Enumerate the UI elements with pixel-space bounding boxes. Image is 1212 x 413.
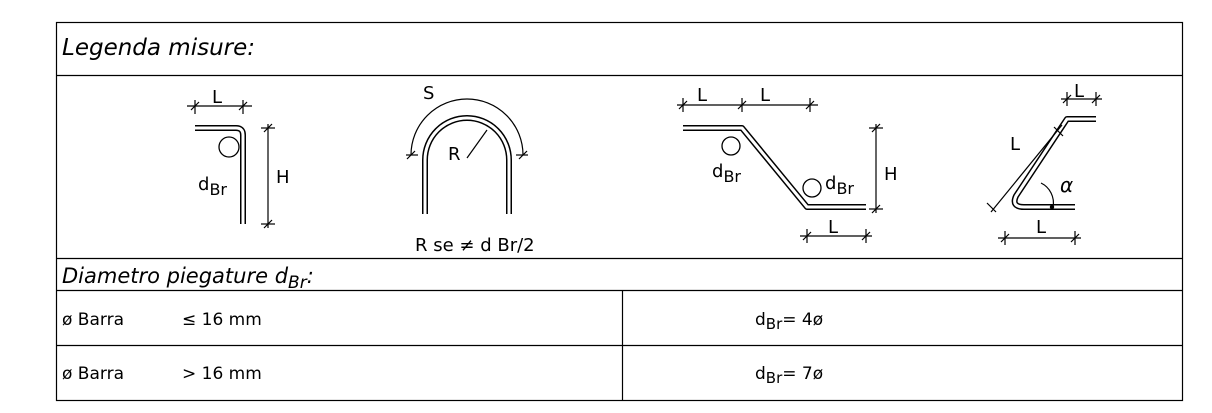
cranked-dbr-label-1: dBr: [712, 161, 741, 186]
cranked-bar-diagram: L L L H dBr dBr: [677, 85, 898, 243]
cranked-length-label-2: L: [760, 85, 770, 106]
hook-length-label: L: [212, 87, 222, 108]
hook-dbr-label: dBr: [198, 174, 227, 199]
inclined-length-label-1: L: [1010, 134, 1020, 155]
row-2-formula: dBr= 7ø: [755, 364, 823, 387]
u-bend-radius-note: R se ≠ d Br/2: [415, 235, 535, 256]
row-2-bar: ø Barra: [62, 364, 124, 384]
inclined-hook-diagram: L L L α: [986, 81, 1102, 245]
table-grid: [55, 21, 1184, 402]
inclined-length-label-3: L: [1036, 217, 1046, 238]
row-1-condition: ≤ 16 mm: [182, 310, 262, 330]
u-bend-diagram: S R R se ≠ d Br/2: [406, 83, 535, 256]
table-row: ø Barra ≤ 16 mm dBr= 4ø: [62, 310, 823, 333]
table-row: ø Barra > 16 mm dBr= 7ø: [62, 364, 823, 387]
inclined-length-label-2: L: [1074, 81, 1084, 102]
row-2-condition: > 16 mm: [182, 364, 262, 384]
cranked-height-label: H: [884, 164, 898, 185]
cranked-length-label-1: L: [697, 85, 707, 106]
diameter-title: Diametro piegature dBr:: [62, 264, 314, 293]
row-1-bar: ø Barra: [62, 310, 124, 330]
hook-shape-diagram: L H dBr: [187, 87, 290, 229]
hook-height-label: H: [276, 167, 290, 188]
cranked-length-label-3: L: [828, 217, 838, 238]
legend-title: Legenda misure:: [62, 35, 255, 61]
u-bend-s-label: S: [423, 83, 434, 104]
inclined-angle-label: α: [1060, 173, 1073, 197]
cranked-dbr-label-2: dBr: [825, 173, 854, 198]
row-1-formula: dBr= 4ø: [755, 310, 823, 333]
u-bend-radius-label: R: [448, 144, 461, 165]
